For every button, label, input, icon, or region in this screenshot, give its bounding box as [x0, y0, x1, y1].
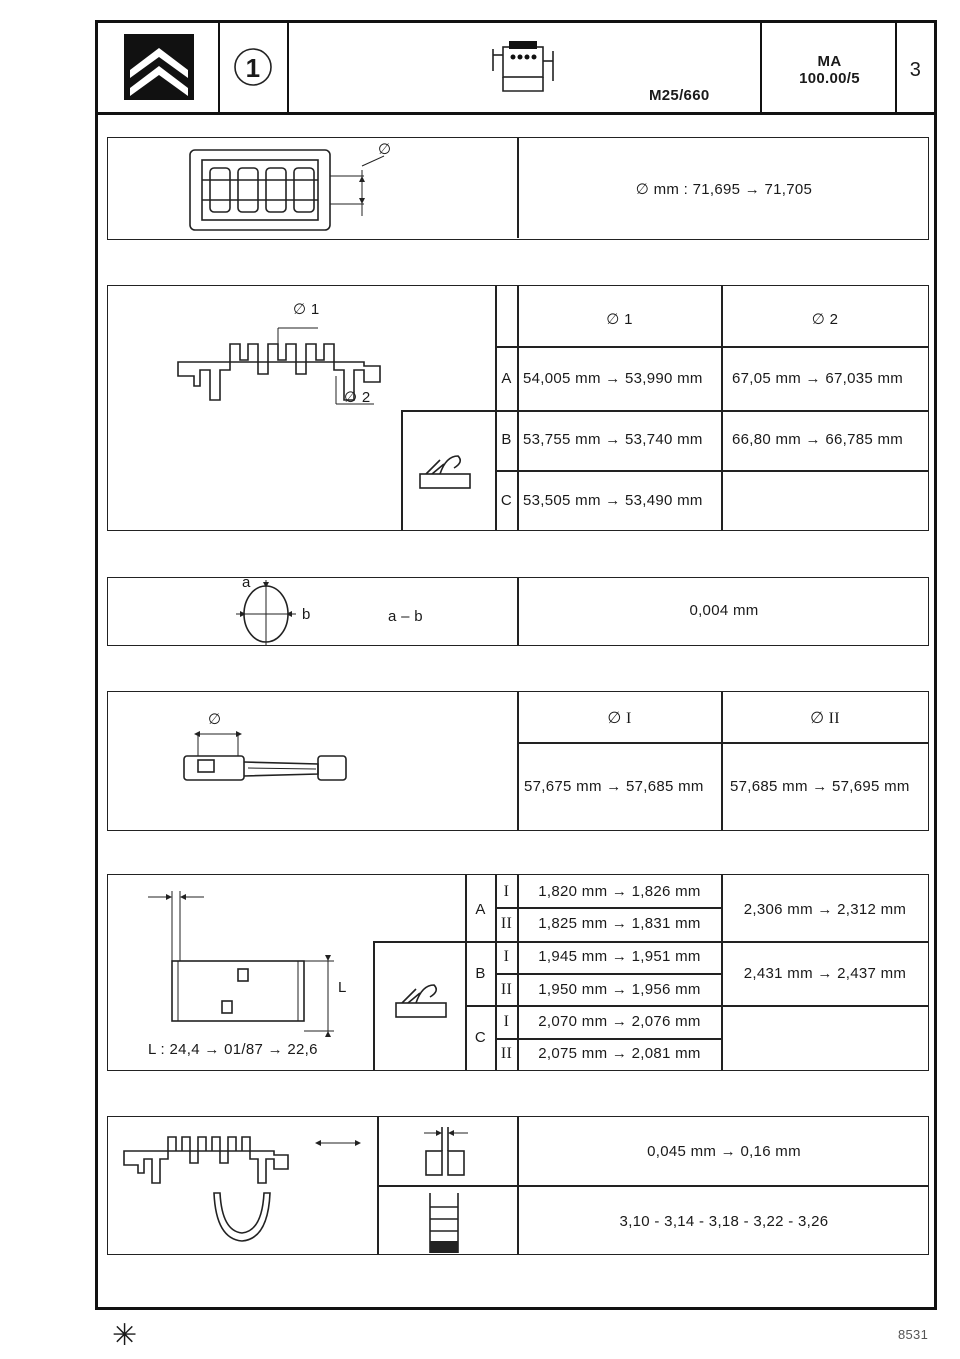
page-number-cell: 3	[897, 23, 934, 112]
rod-diameter-symbol: ∅	[208, 711, 222, 728]
star-icon: ✳	[112, 1319, 138, 1352]
bearing-shell-icon	[148, 891, 334, 1037]
shell-a-I-value: 1,820 mm → 1,826 mm	[538, 883, 701, 900]
grinding-icon-2	[395, 984, 447, 1018]
journal-a-d2: 67,05 mm → 67,035 mm	[732, 370, 904, 387]
shell-b-II-label: II	[500, 981, 513, 998]
page-header: 1 M25/660 MA 100.00/5 3	[95, 20, 937, 115]
class-label-b: B	[501, 431, 512, 448]
crankshaft-icon	[177, 327, 381, 405]
label-L: L	[338, 979, 347, 996]
section-cell: 1	[220, 23, 289, 112]
section-circle	[234, 48, 272, 86]
cylinder-block-icon	[189, 149, 385, 231]
grinding-icon	[419, 455, 471, 489]
ref-line2: 100.00/5	[799, 70, 860, 87]
journal-b-d2: 66,80 mm → 66,785 mm	[732, 431, 904, 448]
crankshaft-journal-panel: ∅ 1 ∅ 2 ∅ 1 ∅ 2 A 54,005 mm → 53,990 mm …	[107, 285, 929, 531]
end-play-value: 0,045 mm → 0,16 mm	[647, 1143, 801, 1160]
axial-arrow-icon	[315, 1140, 361, 1146]
engine-icon	[492, 41, 554, 92]
crankshaft-icon-2	[123, 1136, 289, 1184]
class-label-a: A	[501, 370, 512, 387]
shell-c-II-label: II	[500, 1045, 513, 1062]
col-header-d1: ∅ 1	[606, 311, 633, 328]
col-header-dI: ∅ I	[607, 710, 632, 727]
shell-class-c: C	[474, 1029, 487, 1046]
section-number: 1	[245, 53, 261, 83]
rod-value-I: 57,675 mm → 57,685 mm	[524, 778, 704, 795]
citroen-logo	[124, 34, 194, 100]
journal-b-d1: 53,755 mm → 53,740 mm	[523, 431, 703, 448]
shell-c-I-value: 2,070 mm → 2,076 mm	[538, 1013, 701, 1030]
shell-b-I-label: I	[503, 948, 510, 965]
shim-stack-icon	[429, 1193, 459, 1253]
shell-a-total: 2,306 mm → 2,312 mm	[743, 901, 907, 918]
engine-cell: M25/660	[289, 23, 762, 112]
ovality-icon	[236, 580, 296, 646]
thrust-washer-icon	[213, 1192, 271, 1242]
shell-a-I-label: I	[503, 883, 510, 900]
label-a-minus-b: a – b	[388, 608, 423, 625]
label-a: a	[242, 574, 251, 591]
label-d2: ∅ 2	[344, 389, 371, 406]
shim-thicknesses: 3,10 - 3,14 - 3,18 - 3,22 - 3,26	[619, 1213, 829, 1230]
shell-c-I-label: I	[503, 1013, 510, 1030]
diameter-symbol: ∅	[378, 141, 392, 158]
reference-cell: MA 100.00/5	[762, 23, 897, 112]
engine-code: M25/660	[649, 87, 710, 104]
rod-value-II: 57,685 mm → 57,695 mm	[730, 778, 910, 795]
shell-b-I-value: 1,945 mm → 1,951 mm	[538, 948, 701, 965]
col-header-d2: ∅ 2	[811, 311, 839, 328]
logo-cell	[98, 23, 220, 112]
feeler-gauge-icon	[424, 1127, 468, 1176]
bearing-shell-panel: L L : 24,4 → 01/87 → 22,6 A I 1,820 mm →…	[107, 874, 929, 1071]
shell-class-a: A	[475, 901, 486, 918]
ref-line1: MA	[817, 53, 842, 70]
shell-a-II-label: II	[500, 915, 513, 932]
label-d1: ∅ 1	[293, 301, 320, 318]
bore-spec: ∅ mm : 71,695 → 71,705	[635, 181, 813, 198]
shell-b-II-value: 1,950 mm → 1,956 mm	[538, 981, 701, 998]
class-label-c: C	[500, 492, 513, 509]
ovality-panel: a b a – b 0,004 mm	[107, 574, 929, 646]
ovality-value: 0,004 mm	[689, 602, 759, 619]
label-b: b	[302, 606, 311, 623]
shell-c-II-value: 2,075 mm → 2,081 mm	[538, 1045, 701, 1062]
journal-a-d1: 54,005 mm → 53,990 mm	[523, 370, 703, 387]
shell-b-total: 2,431 mm → 2,437 mm	[743, 965, 907, 982]
shell-class-b: B	[475, 965, 486, 982]
bore-diameter-panel: ∅ ∅ mm : 71,695 → 71,705	[107, 137, 929, 240]
connecting-rod-icon	[183, 731, 347, 781]
page-number: 3	[909, 59, 922, 81]
col-header-dII: ∅ II	[810, 710, 840, 727]
shell-a-II-value: 1,825 mm → 1,831 mm	[538, 915, 701, 932]
connecting-rod-panel: ∅ ∅ I ∅ II 57,675 mm → 57,685 mm 57,685 …	[107, 691, 929, 831]
end-play-panel: 0,045 mm → 0,16 mm 3,10 - 3,14 - 3,18 - …	[107, 1116, 929, 1255]
footer-code: 8531	[898, 1327, 929, 1342]
L-note: L : 24,4 → 01/87 → 22,6	[148, 1041, 318, 1058]
journal-c-d1: 53,505 mm → 53,490 mm	[523, 492, 703, 509]
